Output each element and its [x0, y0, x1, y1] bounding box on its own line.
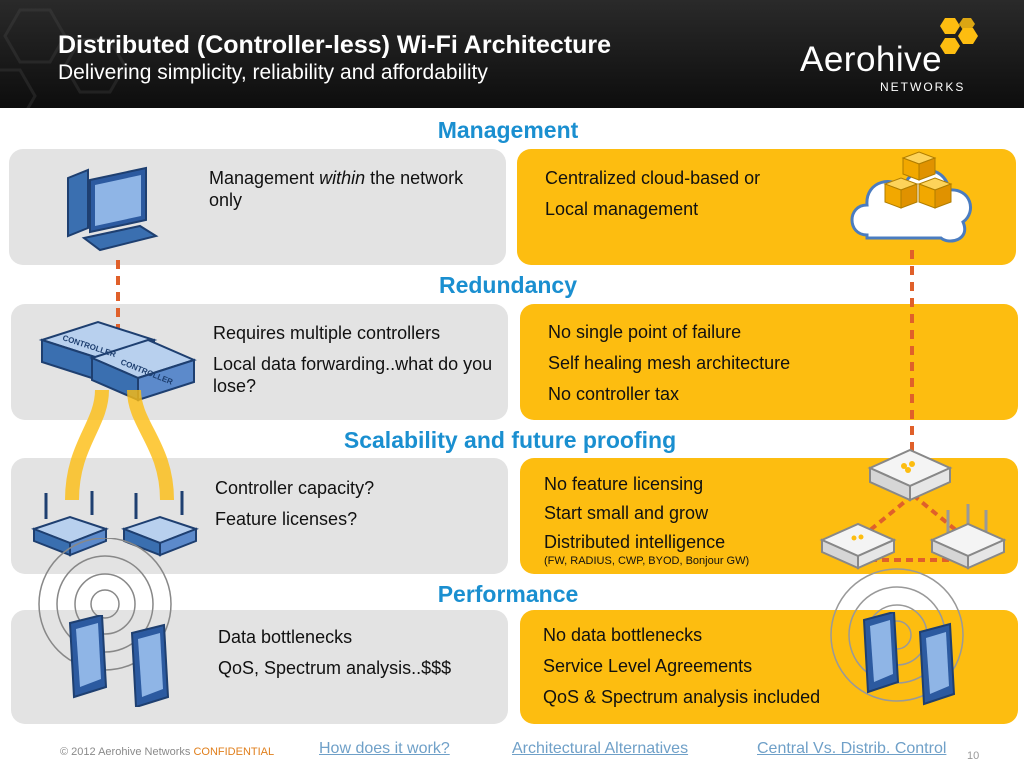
performance-right-item: No data bottlenecks — [543, 625, 703, 645]
desktop-computer-icon — [67, 166, 159, 252]
scalability-left-item: Controller capacity? — [215, 478, 375, 498]
redundancy-right-item: No single point of failure — [548, 322, 742, 342]
section-title-management: Management — [437, 117, 579, 143]
performance-right-item: QoS & Spectrum analysis included — [543, 687, 821, 707]
confidential-label: CONFIDENTIAL — [193, 746, 275, 758]
section-title-scalability: Scalability and future proofing — [343, 427, 677, 453]
performance-left-item: Data bottlenecks — [218, 627, 353, 647]
performance-right-item: Service Level Agreements — [543, 656, 753, 676]
brand-subtitle: NETWORKS — [880, 80, 966, 94]
page-number: 10 — [967, 750, 980, 762]
management-right-item: Centralized cloud-based or — [545, 168, 761, 188]
controller-appliances-icon: CONTROLLER CONTROLLER — [38, 320, 197, 402]
tablet-devices-icon — [862, 612, 956, 706]
title-bar: Distributed (Controller-less) Wi-Fi Arch… — [0, 0, 1024, 108]
scalability-right-note: (FW, RADIUS, CWP, BYOD, Bonjour GW) — [544, 555, 750, 567]
aerohive-logo-icon — [940, 18, 978, 54]
scalability-right-item: Start small and grow — [544, 503, 709, 523]
redundancy-left-item: Requires multiple controllers — [213, 323, 441, 343]
brand-wordmark: Aerohive — [800, 40, 943, 79]
management-right-item: Local management — [545, 199, 699, 219]
section-title-performance: Performance — [437, 581, 579, 607]
management-left-text: Management within the network only — [209, 168, 464, 210]
scalability-left-panel — [11, 458, 508, 574]
data-flow-arrows-icon — [65, 389, 174, 501]
dashed-link-left-top — [116, 260, 120, 330]
performance-left-item: QoS, Spectrum analysis..$$$ — [218, 658, 452, 678]
scalability-right-item: Distributed intelligence — [544, 532, 726, 552]
cloud-management-icon — [850, 151, 972, 243]
redundancy-left-item: Local data forwarding..what do you lose? — [213, 354, 493, 396]
redundancy-right-item: Self healing mesh architecture — [548, 353, 791, 373]
scalability-left-item: Feature licenses? — [215, 509, 358, 529]
mesh-access-points-icon — [819, 448, 1007, 570]
section-title-redundancy: Redundancy — [438, 272, 578, 298]
link-central-vs-distrib-control[interactable]: Central Vs. Distrib. Control — [757, 740, 947, 757]
page-subtitle: Delivering simplicity, reliability and a… — [58, 61, 488, 84]
access-points-icon — [31, 491, 199, 557]
link-how-does-it-work[interactable]: How does it work? — [319, 740, 450, 757]
redundancy-right-item: No controller tax — [548, 384, 680, 404]
copyright-notice: © 2012 Aerohive Networks CONFIDENTIAL — [60, 746, 275, 758]
link-architectural-alternatives[interactable]: Architectural Alternatives — [512, 740, 689, 757]
scalability-right-item: No feature licensing — [544, 474, 704, 494]
dashed-link-right — [910, 250, 914, 455]
hexagon-pattern-decoration — [0, 8, 127, 108]
page-title: Distributed (Controller-less) Wi-Fi Arch… — [58, 31, 612, 59]
redundancy-right-panel — [520, 304, 1018, 420]
tablet-devices-icon — [68, 615, 170, 707]
